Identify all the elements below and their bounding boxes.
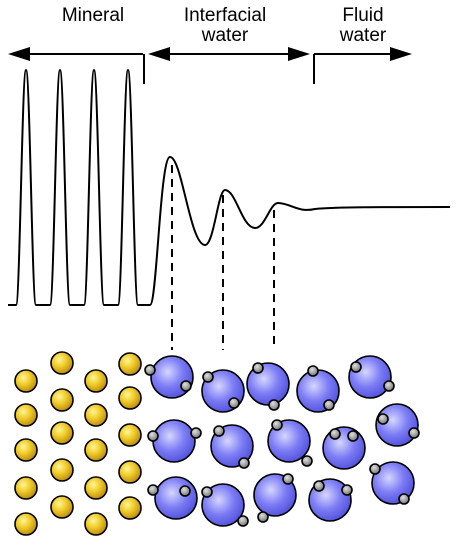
gold-sphere-icon: [84, 476, 108, 500]
blue-sphere-icon: [152, 419, 196, 463]
blue-sphere-icon: [201, 483, 245, 527]
gold-sphere-icon: [50, 351, 74, 375]
interfacial-water-label: Interfacial water: [160, 6, 290, 46]
mineral-arrow-head-left: [8, 47, 30, 61]
mineral-label: Mineral: [61, 5, 125, 26]
region-arrows: [8, 47, 412, 84]
gold-sphere-icon: [84, 438, 108, 462]
gold-sphere-icon: [50, 421, 74, 445]
grey-sphere-icon: [213, 425, 225, 437]
grey-sphere-icon: [201, 486, 213, 498]
density-profile-curve: [8, 68, 451, 306]
gold-sphere-icon: [14, 369, 38, 393]
gold-sphere-icon: [50, 458, 74, 482]
grey-sphere-icon: [329, 428, 341, 440]
interfacial-water-text: Interfacial water: [183, 5, 267, 46]
fluid-arrow-head-right: [390, 47, 412, 61]
gold-sphere-icon: [14, 512, 38, 536]
grey-sphere-icon: [179, 485, 191, 497]
gold-sphere-icon: [50, 388, 74, 412]
fluid-water-label: Fluid water: [318, 6, 408, 46]
blue-sphere-icon: [154, 476, 198, 520]
grey-sphere-icon: [377, 413, 389, 425]
grey-sphere-icon: [202, 371, 214, 383]
grey-sphere-icon: [147, 484, 159, 496]
grey-sphere-icon: [228, 397, 240, 409]
grey-sphere-icon: [271, 419, 283, 431]
blue-sphere-icon: [375, 403, 419, 447]
grey-sphere-icon: [238, 457, 250, 469]
fluid-water-text: Fluid water: [339, 5, 387, 46]
gold-sphere-icon: [118, 386, 142, 410]
mineral-atoms: [14, 351, 142, 536]
gold-sphere-icon: [118, 496, 142, 520]
grey-sphere-icon: [268, 399, 280, 411]
gold-sphere-icon: [14, 438, 38, 462]
grey-sphere-icon: [350, 361, 362, 373]
grey-sphere-icon: [313, 480, 325, 492]
blue-sphere-icon: [253, 473, 297, 517]
gold-sphere-icon: [84, 403, 108, 427]
grey-sphere-icon: [341, 484, 353, 496]
gold-sphere-icon: [14, 403, 38, 427]
grey-sphere-icon: [307, 365, 319, 377]
grey-sphere-icon: [398, 493, 410, 505]
grey-sphere-icon: [147, 430, 159, 442]
grey-sphere-icon: [301, 455, 313, 467]
grey-sphere-icon: [252, 362, 264, 374]
grey-sphere-icon: [180, 380, 192, 392]
gold-sphere-icon: [118, 352, 142, 376]
water-molecules: [144, 355, 420, 527]
grey-sphere-icon: [237, 515, 249, 527]
gold-sphere-icon: [84, 512, 108, 536]
gold-sphere-icon: [118, 460, 142, 484]
grey-sphere-icon: [144, 364, 156, 376]
grey-sphere-icon: [383, 380, 395, 392]
grey-sphere-icon: [347, 430, 359, 442]
peak-guides: [171, 165, 275, 350]
grey-sphere-icon: [369, 463, 381, 475]
grey-sphere-icon: [408, 427, 420, 439]
gold-sphere-icon: [84, 369, 108, 393]
grey-sphere-icon: [257, 511, 269, 523]
grey-sphere-icon: [282, 473, 294, 485]
gold-sphere-icon: [14, 476, 38, 500]
interfacial-arrow-head-right: [288, 47, 310, 61]
grey-sphere-icon: [190, 427, 202, 439]
gold-sphere-icon: [50, 495, 74, 519]
interfacial-arrow-head-left: [148, 47, 170, 61]
grey-sphere-icon: [323, 399, 335, 411]
gold-sphere-icon: [118, 423, 142, 447]
